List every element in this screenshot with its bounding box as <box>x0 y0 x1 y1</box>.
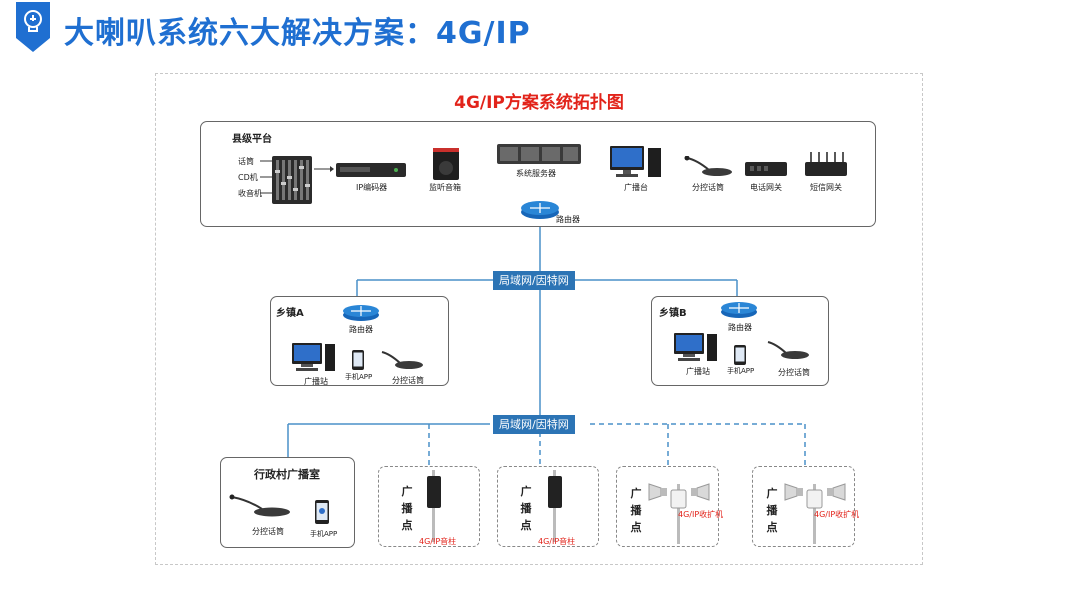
town-b-router-label: 路由器 <box>728 323 752 332</box>
point-branch-lines <box>428 423 806 466</box>
phone-gateway-icon <box>745 162 787 176</box>
input-label-mic: 话筒 <box>238 157 254 166</box>
town-a-router-icon <box>343 305 379 321</box>
router-icon <box>521 201 559 219</box>
sms-gateway-label: 短信网关 <box>810 183 842 192</box>
village-phone-icon <box>315 500 329 524</box>
town-a-station-icon <box>292 343 335 371</box>
town-a-mic-icon <box>381 351 423 369</box>
monitor-speaker-label: 监听音箱 <box>429 183 461 192</box>
town-b-station-label: 广播站 <box>686 367 710 376</box>
county-router-label: 路由器 <box>556 215 580 224</box>
county-platform-label: 县级平台 <box>232 134 272 145</box>
town-a-label: 乡镇A <box>276 308 304 319</box>
column-speaker-icon-2 <box>548 470 562 542</box>
horn-speaker-icon-2 <box>784 483 846 544</box>
broadcast-point-3-label: 广播点 <box>630 487 642 534</box>
town-a-mic-label: 分控话筒 <box>392 376 424 385</box>
broadcast-point-4-label: 广播点 <box>766 487 778 534</box>
village-branch-line <box>287 423 490 458</box>
broadcast-point-2 <box>497 466 599 547</box>
town-b-app-label: 手机APP <box>727 367 755 375</box>
village-mic-label: 分控话筒 <box>252 527 284 536</box>
lightbulb-icon <box>24 10 42 32</box>
broadcast-point-4-device: 4G/IP收扩机 <box>814 510 860 519</box>
broadcast-point-1 <box>378 466 480 547</box>
input-label-radio: 收音机 <box>238 189 262 198</box>
ip-encoder-label: IP编码器 <box>356 183 388 192</box>
server-icon <box>497 144 581 164</box>
column-speaker-icon <box>427 470 441 542</box>
broadcast-point-4 <box>752 466 855 547</box>
town-b-mic-icon <box>767 341 809 359</box>
town-b-label: 乡镇B <box>659 308 687 319</box>
desk-mic-icon <box>684 156 732 176</box>
town-b-mic-label: 分控话筒 <box>778 368 810 377</box>
broadcast-console-icon <box>610 146 661 177</box>
sms-gateway-icon <box>805 152 847 176</box>
broadcast-point-2-device: 4G/IP音柱 <box>538 537 576 546</box>
ip-encoder-icon <box>336 163 406 177</box>
desk-mic-label: 分控话筒 <box>692 183 724 192</box>
village-app-label: 手机APP <box>310 530 338 538</box>
broadcast-point-1-device: 4G/IP音柱 <box>419 537 457 546</box>
town-a-station-label: 广播站 <box>304 377 328 386</box>
broadcast-console-label: 广播台 <box>624 183 648 192</box>
broadcast-point-3 <box>616 466 719 547</box>
network-label-upper: 局域网/因特网 <box>493 271 575 290</box>
page-title: 大喇叭系统六大解决方案：4G/IP <box>64 16 531 51</box>
diagram-title: 4G/IP方案系统拓扑图 <box>454 93 624 113</box>
horn-speaker-icon <box>648 483 710 544</box>
town-b-router-icon <box>721 302 757 318</box>
phone-gateway-label: 电话网关 <box>750 183 782 192</box>
input-label-cd: CD机 <box>238 173 258 182</box>
network-label-lower: 局域网/因特网 <box>493 415 575 434</box>
village-room-label: 行政村广播室 <box>254 468 320 481</box>
broadcast-point-3-device: 4G/IP收扩机 <box>678 510 724 519</box>
town-b-phone-icon <box>734 345 746 365</box>
server-label: 系统服务器 <box>516 169 556 178</box>
broadcast-point-2-label: 广播点 <box>520 485 532 532</box>
mixer-arrow <box>314 166 334 172</box>
diagram-frame <box>155 73 923 565</box>
town-a-router-label: 路由器 <box>349 325 373 334</box>
broadcast-point-1-label: 广播点 <box>401 485 413 532</box>
village-room-panel <box>220 457 355 548</box>
lightbulb-badge <box>16 2 50 52</box>
mixer-icon <box>272 156 312 204</box>
monitor-speaker-icon <box>433 148 459 180</box>
town-b-station-icon <box>674 333 717 361</box>
village-mic-icon <box>229 494 290 517</box>
town-a-phone-icon <box>352 350 364 370</box>
town-a-app-label: 手机APP <box>345 373 373 381</box>
